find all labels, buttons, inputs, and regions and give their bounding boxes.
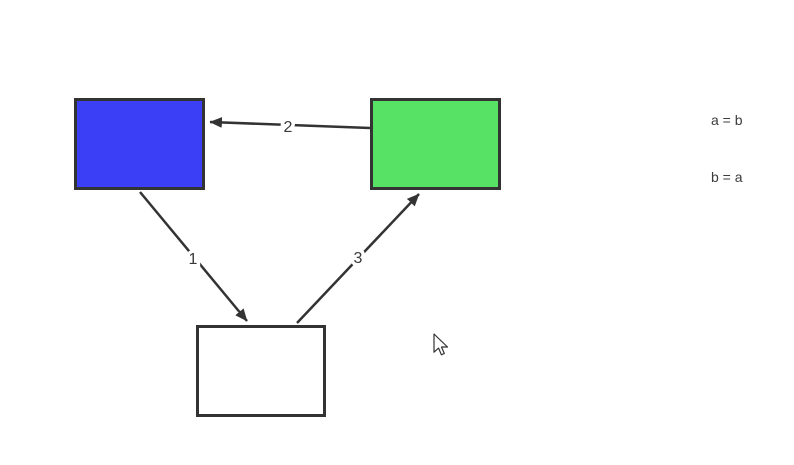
blue-node[interactable] xyxy=(74,98,205,190)
annotation-line-1: a = b xyxy=(711,112,743,128)
annotation-line-2: b = a xyxy=(711,169,743,185)
edge-3-label: 3 xyxy=(354,250,363,267)
edge-3-arrow[interactable] xyxy=(296,193,420,324)
edge-1-label: 1 xyxy=(189,251,198,268)
green-node[interactable] xyxy=(370,98,501,190)
edge-2-label: 2 xyxy=(284,119,293,136)
annotation-text: a = b b = a xyxy=(711,73,743,225)
edge-1-arrow[interactable] xyxy=(139,191,248,322)
edge-2-arrow[interactable] xyxy=(209,117,371,130)
white-node[interactable] xyxy=(196,325,326,417)
